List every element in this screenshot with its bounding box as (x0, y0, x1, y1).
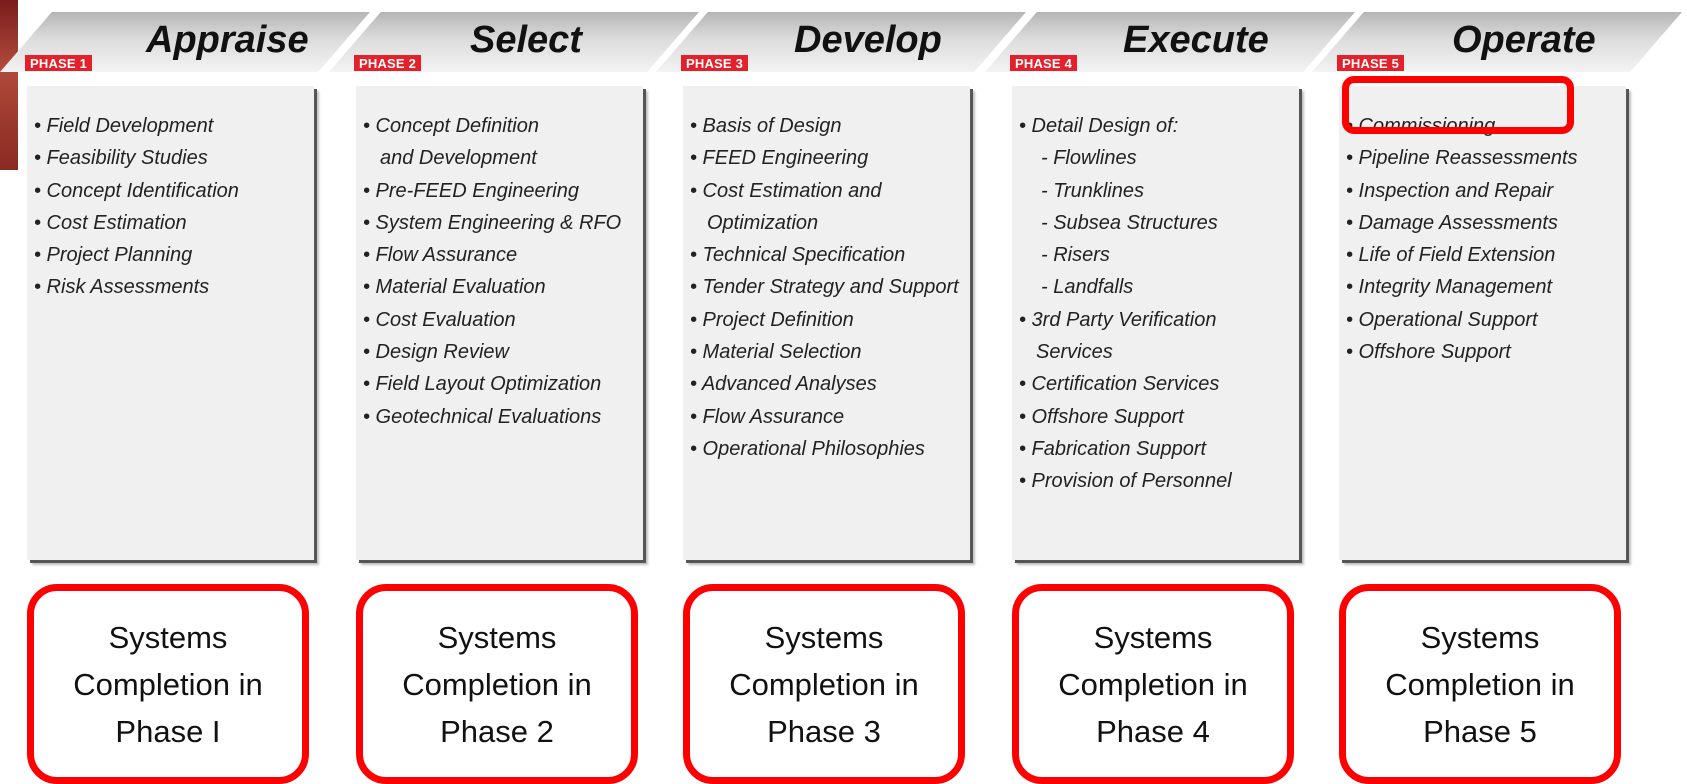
list-item: - Subsea Structures (1041, 211, 1218, 234)
phase-2-title: Select (470, 19, 582, 61)
list-item: • Operational Support (1346, 308, 1538, 331)
list-item: • Material Selection (690, 341, 862, 364)
phase-1-card: • Field Development • Feasibility Studie… (27, 86, 314, 560)
phase-1-tag: PHASE 1 (25, 55, 93, 71)
list-item: • Project Planning (34, 244, 193, 267)
list-item: • Life of Field Extension (1346, 244, 1556, 267)
list-item: • Certification Services (1019, 373, 1220, 396)
list-item: Optimization (707, 211, 819, 234)
phase-1-column: PHASE 1 Appraise • Field Development • F… (0, 0, 370, 784)
background-decoration (0, 0, 18, 170)
phase-4-title: Execute (1123, 19, 1269, 61)
commissioning-highlight (1342, 76, 1574, 134)
phase-5-title: Operate (1452, 19, 1596, 61)
list-item: • Concept Identification (34, 179, 239, 202)
list-item: • System Engineering & RFO (363, 211, 622, 234)
list-item: • Offshore Support (1019, 405, 1184, 428)
phase-4-tag: PHASE 4 (1010, 55, 1078, 71)
phase-5-completion-text: Systems Completion in Phase 5 (1385, 619, 1575, 749)
phase-3-completion-text: Systems Completion in Phase 3 (729, 619, 919, 749)
list-item: • Cost Estimation and (690, 179, 882, 202)
list-item: • Geotechnical Evaluations (363, 405, 602, 428)
phase-3-title: Develop (794, 19, 942, 61)
phase-2-completion-text: Systems Completion in Phase 2 (402, 619, 592, 749)
list-item: • Operational Philosophies (690, 437, 925, 460)
phase-2-completion-box: Systems Completion in Phase 2 (356, 584, 638, 784)
list-item: • Pre-FEED Engineering (363, 179, 579, 202)
list-item: - Risers (1041, 244, 1110, 267)
phase-2-tag: PHASE 2 (354, 55, 422, 71)
list-item: • Field Development (34, 115, 214, 137)
list-item: • Detail Design of: (1019, 115, 1179, 137)
list-item: • Cost Evaluation (363, 308, 516, 331)
list-item: • Project Definition (690, 308, 854, 331)
phase-3-tag: PHASE 3 (681, 55, 749, 71)
phase-5-tag: PHASE 5 (1337, 55, 1405, 71)
list-item: • Flow Assurance (690, 405, 845, 428)
phase-4-item-list: • Detail Design of: - Flowlines - Trunkl… (1019, 110, 1295, 498)
phase-4-completion-text: Systems Completion in Phase 4 (1058, 619, 1248, 749)
phase-1-completion-text: Systems Completion in Phase I (73, 619, 263, 749)
phase-3-item-list: • Basis of Design • FEED Engineering • C… (690, 110, 966, 465)
list-item: • Basis of Design (690, 115, 842, 137)
list-item: - Landfalls (1041, 276, 1134, 299)
phase-2-item-list: • Concept Definition and Development • P… (363, 110, 639, 433)
list-item: and Development (380, 147, 537, 170)
phase-4-card: • Detail Design of: - Flowlines - Trunkl… (1012, 86, 1299, 560)
list-item: • Damage Assessments (1346, 211, 1558, 234)
list-item: • Flow Assurance (363, 244, 518, 267)
phase-3-card: • Basis of Design • FEED Engineering • C… (683, 86, 970, 560)
list-item: • Provision of Personnel (1019, 470, 1232, 493)
phase-2-column: PHASE 2 Select • Concept Definition and … (329, 0, 699, 784)
list-item: • Field Layout Optimization (363, 373, 602, 396)
phase-5-item-list: • Commissioning • Pipeline Reassessments… (1346, 110, 1622, 368)
phase-1-item-list: • Field Development • Feasibility Studie… (34, 110, 310, 304)
list-item: • Tender Strategy and Support (690, 276, 959, 299)
list-item: • Advanced Analyses (690, 373, 877, 396)
list-item: • Cost Estimation (34, 211, 187, 234)
list-item: • Pipeline Reassessments (1346, 147, 1578, 170)
list-item: • Design Review (363, 341, 509, 364)
phase-3-column: PHASE 3 Develop • Basis of Design • FEED… (656, 0, 1026, 784)
list-item: • Offshore Support (1346, 341, 1511, 364)
phase-4-column: PHASE 4 Execute • Detail Design of: - Fl… (985, 0, 1355, 784)
list-item: • Concept Definition (363, 115, 539, 137)
list-item: • 3rd Party Verification (1019, 308, 1217, 331)
list-item: • Material Evaluation (363, 276, 546, 299)
phase-2-card: • Concept Definition and Development • P… (356, 86, 643, 560)
list-item: • Risk Assessments (34, 276, 210, 299)
phase-3-completion-box: Systems Completion in Phase 3 (683, 584, 965, 784)
list-item: • Inspection and Repair (1346, 179, 1554, 202)
list-item: • Technical Specification (690, 244, 906, 267)
list-item: • Fabrication Support (1019, 437, 1207, 460)
list-item: • FEED Engineering (690, 147, 869, 170)
phase-5-column: PHASE 5 Operate • Commissioning • Pipeli… (1312, 0, 1682, 784)
phase-4-completion-box: Systems Completion in Phase 4 (1012, 584, 1294, 784)
list-item: • Integrity Management (1346, 276, 1552, 299)
list-item: • Feasibility Studies (34, 147, 208, 170)
phase-1-title: Appraise (146, 19, 309, 61)
list-item: - Trunklines (1041, 179, 1144, 202)
list-item: Services (1036, 341, 1113, 364)
phase-1-completion-box: Systems Completion in Phase I (27, 584, 309, 784)
list-item: - Flowlines (1041, 147, 1137, 170)
phase-5-card: • Commissioning • Pipeline Reassessments… (1339, 86, 1626, 560)
phase-5-completion-box: Systems Completion in Phase 5 (1339, 584, 1621, 784)
